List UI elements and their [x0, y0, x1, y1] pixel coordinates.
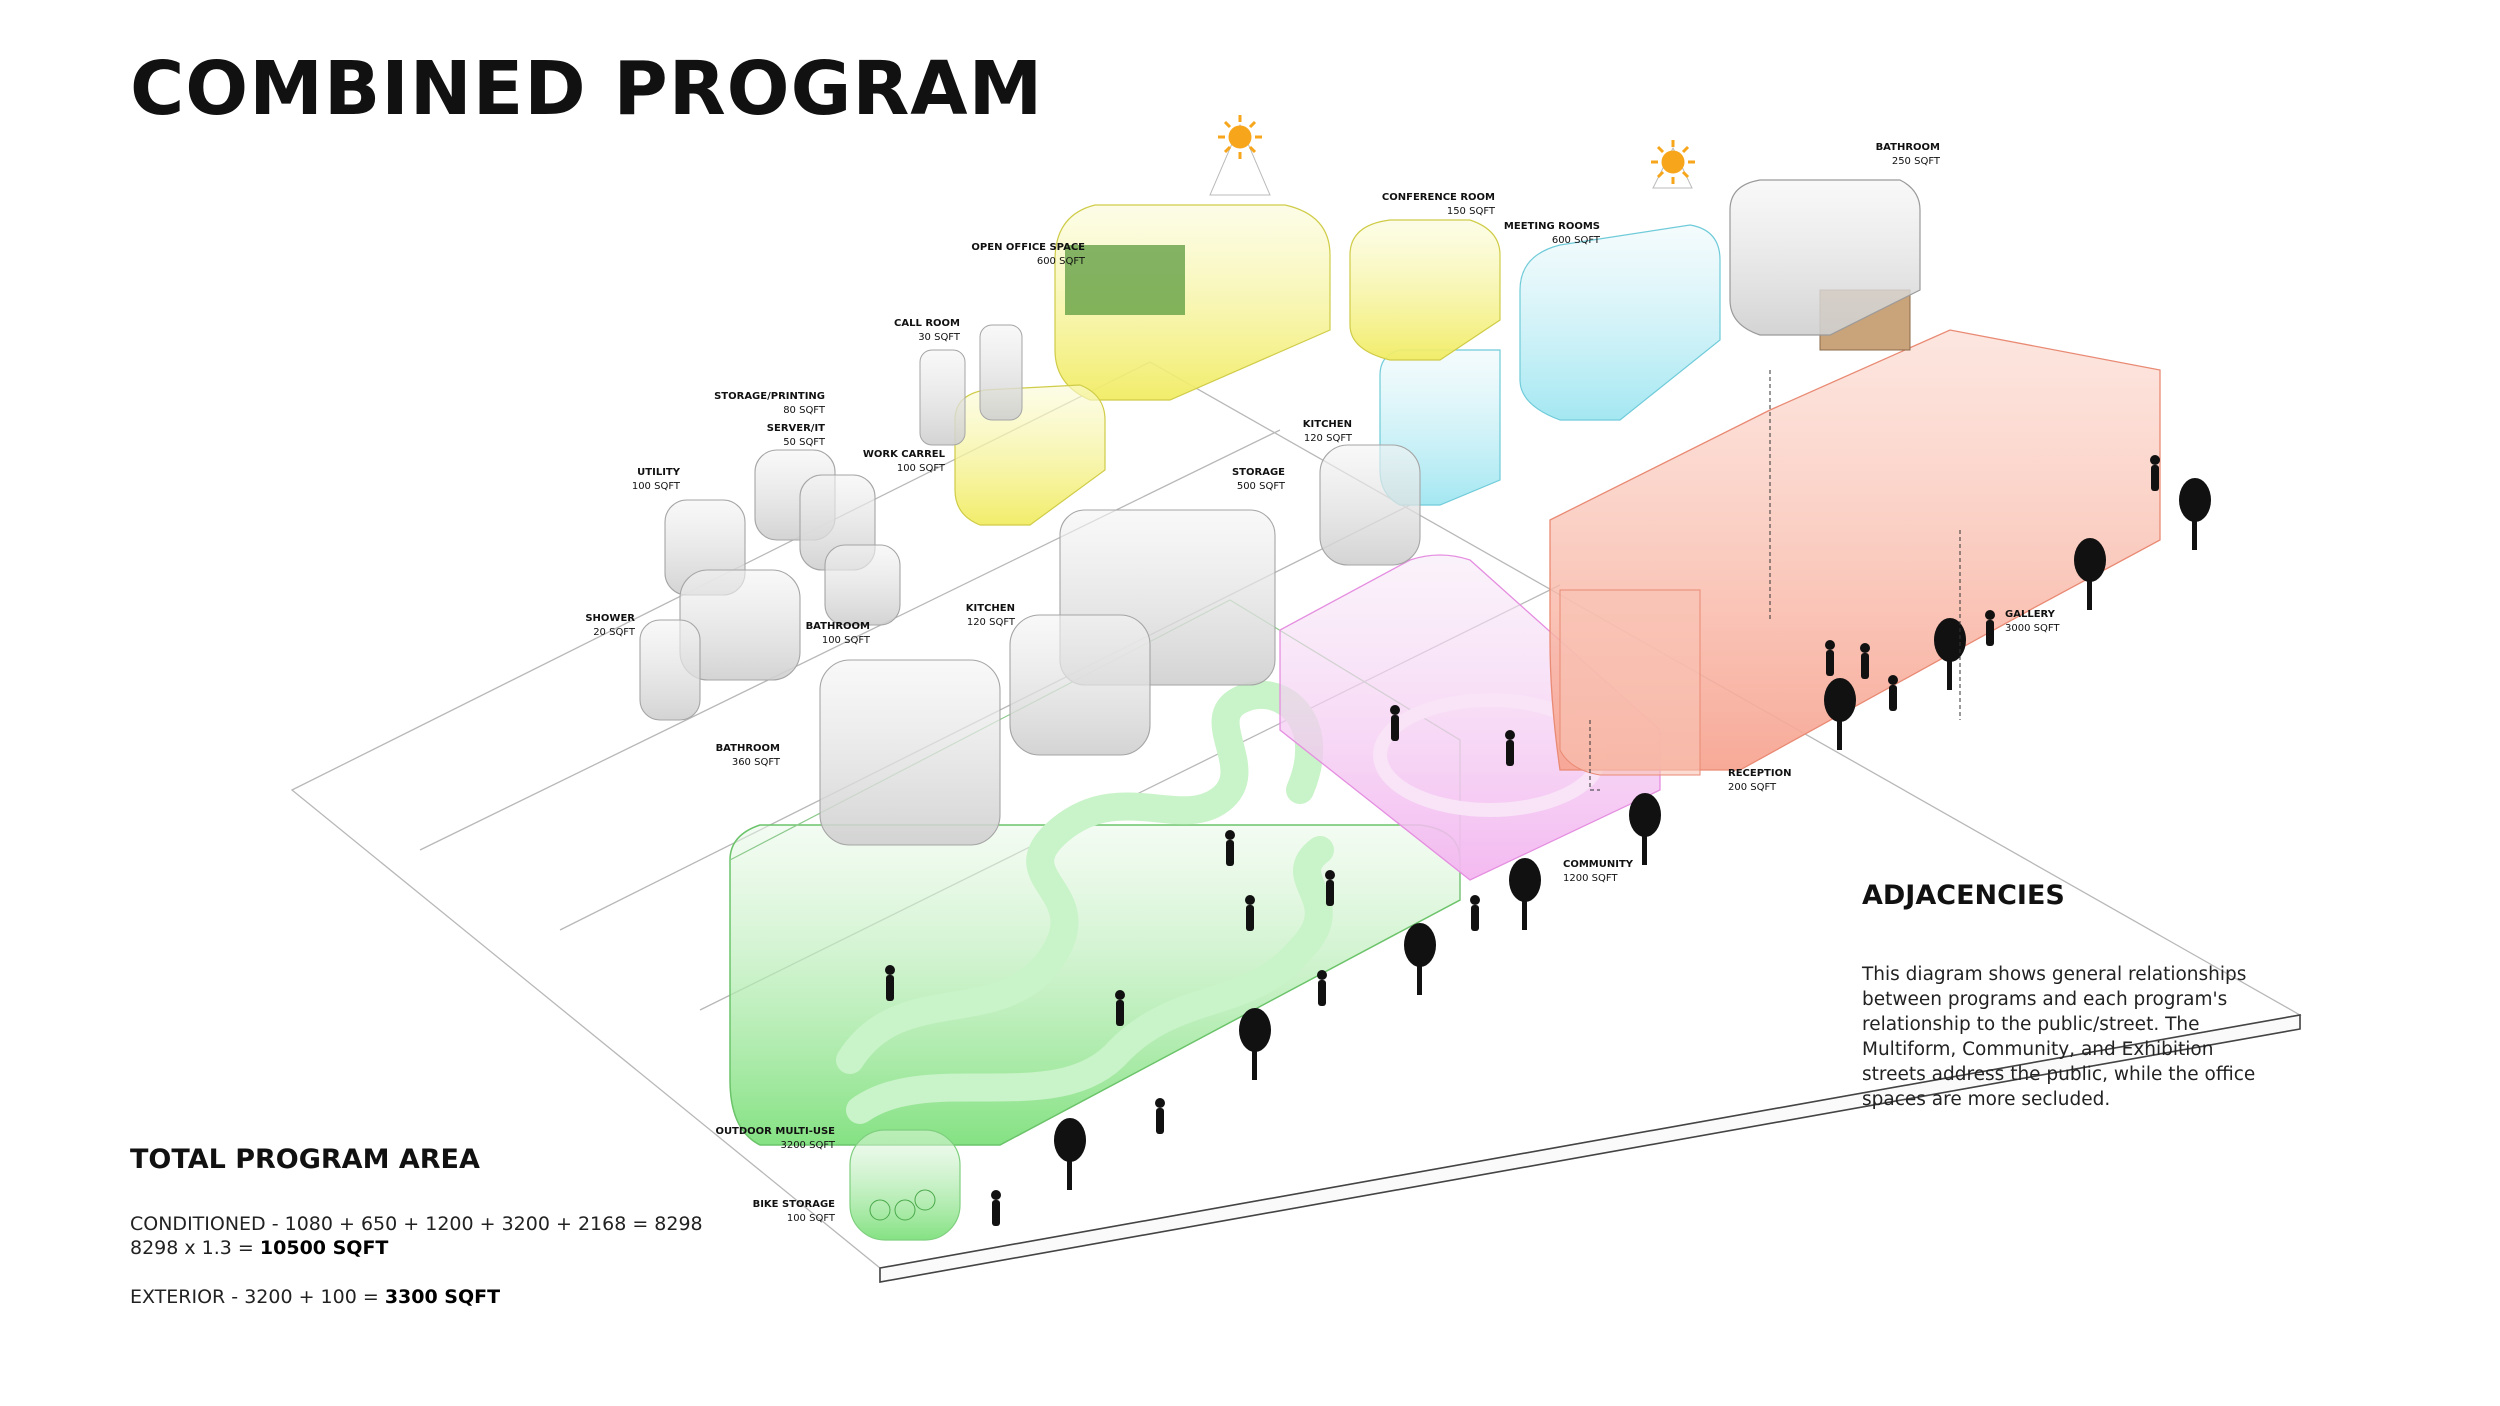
- label-storage: STORAGE 500 SQFT: [1185, 466, 1285, 494]
- room-name: STORAGE: [1231, 467, 1285, 478]
- bike-storage-volume: [849, 1129, 961, 1241]
- street-edge: [879, 1014, 2301, 1283]
- room-name: STORAGE/PRINTING: [714, 391, 825, 402]
- room-name: KITCHEN: [1302, 419, 1352, 430]
- gallery-dashed-outline: [1589, 370, 1961, 791]
- room-name: GALLERY: [2005, 609, 2055, 620]
- outdoor-multi-use-volume: [729, 599, 1461, 1146]
- room-name: OPEN OFFICE SPACE: [971, 242, 1085, 253]
- street-trees: [1054, 478, 2211, 1190]
- room-area: 20 SQFT: [593, 627, 635, 638]
- room-name: BATHROOM: [1875, 142, 1940, 153]
- label-conference-room: CONFERENCE ROOM 150 SQFT: [1360, 191, 1495, 219]
- adjacencies-heading: ADJACENCIES: [1862, 880, 2065, 911]
- room-area: 30 SQFT: [918, 332, 960, 343]
- page-title: COMBINED PROGRAM: [130, 46, 1044, 132]
- label-bathroom-small: BATHROOM 100 SQFT: [770, 620, 870, 648]
- room-area: 120 SQFT: [966, 617, 1015, 628]
- room-name: CALL ROOM: [894, 318, 960, 329]
- sun-icon: [1218, 115, 1262, 159]
- room-area: 150 SQFT: [1446, 206, 1495, 217]
- room-name: SERVER/IT: [766, 423, 825, 434]
- label-gallery: GALLERY 3000 SQFT: [2005, 608, 2105, 636]
- room-area: 3200 SQFT: [780, 1140, 835, 1151]
- open-office-volume: [1054, 123, 1331, 401]
- multiplier-result: 10500 SQFT: [259, 1237, 389, 1259]
- conditioned-line: CONDITIONED - 1080 + 650 + 1200 + 3200 +…: [130, 1213, 703, 1235]
- label-storage-printing: STORAGE/PRINTING 80 SQFT: [700, 390, 825, 418]
- room-name: MEETING ROOMS: [1503, 221, 1600, 232]
- room-name: OUTDOOR MULTI-USE: [715, 1126, 835, 1137]
- label-utility: UTILITY 100 SQFT: [580, 466, 680, 494]
- room-name: COMMUNITY: [1563, 859, 1634, 870]
- room-area: 500 SQFT: [1236, 481, 1285, 492]
- room-name: UTILITY: [637, 467, 680, 478]
- exterior-result: 3300 SQFT: [384, 1286, 501, 1308]
- room-area: 250 SQFT: [1891, 156, 1940, 167]
- adjacencies-body: This diagram shows general relationships…: [1862, 964, 2256, 1110]
- label-kitchen-upper: KITCHEN 120 SQFT: [1252, 418, 1352, 446]
- label-outdoor-multi-use: OUTDOOR MULTI-USE 3200 SQFT: [680, 1125, 835, 1153]
- room-area: 80 SQFT: [783, 405, 825, 416]
- label-reception: RECEPTION 200 SQFT: [1728, 767, 1828, 795]
- room-area: 360 SQFT: [731, 757, 780, 768]
- label-open-office: OPEN OFFICE SPACE 600 SQFT: [930, 241, 1085, 269]
- room-area: 100 SQFT: [631, 481, 680, 492]
- exterior-prefix: EXTERIOR - 3200 + 100 =: [130, 1286, 385, 1308]
- bathroom-top-volume: [1729, 179, 1921, 336]
- label-meeting-rooms: MEETING ROOMS 600 SQFT: [1480, 220, 1600, 248]
- room-name: BATHROOM: [715, 743, 780, 754]
- label-call-room: CALL ROOM 30 SQFT: [860, 317, 960, 345]
- room-name: SHOWER: [585, 613, 635, 624]
- label-shower: SHOWER 20 SQFT: [535, 612, 635, 640]
- room-area: 600 SQFT: [1036, 256, 1085, 267]
- room-area: 1200 SQFT: [1563, 873, 1618, 884]
- label-kitchen-mid: KITCHEN 120 SQFT: [915, 602, 1015, 630]
- room-area: 600 SQFT: [1551, 235, 1600, 246]
- room-area: 100 SQFT: [786, 1213, 835, 1224]
- room-name: BIKE STORAGE: [752, 1199, 835, 1210]
- room-area: 3000 SQFT: [2005, 623, 2060, 634]
- multiplier-prefix: 8298 x 1.3 =: [130, 1237, 260, 1259]
- room-name: BATHROOM: [805, 621, 870, 632]
- work-carrel-volume: [954, 384, 1106, 526]
- room-area: 120 SQFT: [1303, 433, 1352, 444]
- room-name: WORK CARREL: [862, 449, 945, 460]
- label-server-it: SERVER/IT 50 SQFT: [725, 422, 825, 450]
- multiplier-line: 8298 x 1.3 = 10500 SQFT: [130, 1236, 388, 1260]
- conference-room-volume: [1349, 219, 1501, 361]
- label-bike-storage: BIKE STORAGE 100 SQFT: [720, 1198, 835, 1226]
- service-cluster-volumes: [639, 444, 1421, 846]
- room-area: 100 SQFT: [896, 463, 945, 474]
- sun-icon: [1651, 140, 1695, 184]
- label-work-carrel: WORK CARREL 100 SQFT: [840, 448, 945, 476]
- label-community: COMMUNITY 1200 SQFT: [1563, 858, 1663, 886]
- room-name: RECEPTION: [1728, 768, 1792, 779]
- room-area: 200 SQFT: [1728, 782, 1777, 793]
- room-area: 50 SQFT: [783, 437, 825, 448]
- room-name: CONFERENCE ROOM: [1381, 192, 1495, 203]
- exterior-line: EXTERIOR - 3200 + 100 = 3300 SQFT: [130, 1285, 500, 1309]
- label-bathroom-top: BATHROOM 250 SQFT: [1840, 141, 1940, 169]
- room-area: 100 SQFT: [821, 635, 870, 646]
- total-program-area-heading: TOTAL PROGRAM AREA: [130, 1144, 480, 1175]
- call-room-volume: [919, 324, 1023, 446]
- label-bathroom-large: BATHROOM 360 SQFT: [680, 742, 780, 770]
- people-figures: [885, 455, 2160, 1226]
- room-name: KITCHEN: [965, 603, 1015, 614]
